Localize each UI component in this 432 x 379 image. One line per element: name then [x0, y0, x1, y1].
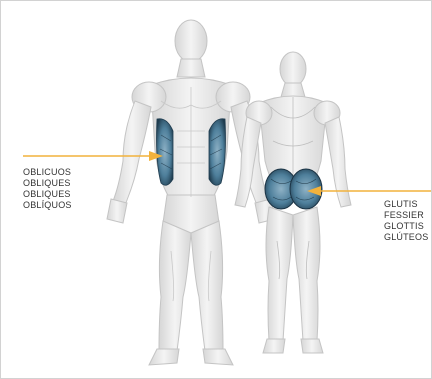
obliques-label: OBLICUOS	[23, 167, 72, 178]
obliques-pointer-arrow	[23, 151, 163, 161]
glutes-labels: GLUTIS FESSIER GLOTTIS GLÚTEOS	[384, 199, 428, 243]
obliques-label: OBLÍQUOS	[23, 200, 72, 211]
glutes-label: GLOTTIS	[384, 221, 428, 232]
glutes-pointer-arrow	[307, 186, 432, 196]
obliques-label: OBLIQUES	[23, 189, 72, 200]
glutes-label: GLUTIS	[384, 199, 428, 210]
obliques-label: OBLIQUES	[23, 178, 72, 189]
glutes-label: FESSIER	[384, 210, 428, 221]
obliques-labels: OBLICUOS OBLIQUES OBLIQUES OBLÍQUOS	[23, 167, 72, 211]
glutes-label: GLÚTEOS	[384, 232, 428, 243]
